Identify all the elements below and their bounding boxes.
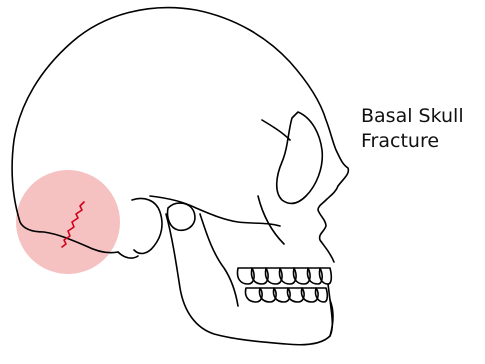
orbit-inner-line xyxy=(262,120,290,140)
mastoid-process xyxy=(132,199,162,254)
ear-canal xyxy=(167,203,194,230)
fracture-label-line1: Basal Skull xyxy=(361,104,464,129)
temporal-line xyxy=(258,196,284,244)
skull-base-curve xyxy=(118,252,138,258)
mandible-ramus xyxy=(200,214,238,306)
fracture-highlight-circle xyxy=(16,170,120,274)
fracture-label: Basal Skull Fracture xyxy=(361,104,464,154)
mandible xyxy=(166,214,332,345)
fracture-label-line2: Fracture xyxy=(361,129,464,154)
eye-orbit xyxy=(277,112,323,203)
upper-teeth xyxy=(237,268,331,284)
lower-teeth xyxy=(245,288,327,302)
face-profile xyxy=(318,186,338,262)
